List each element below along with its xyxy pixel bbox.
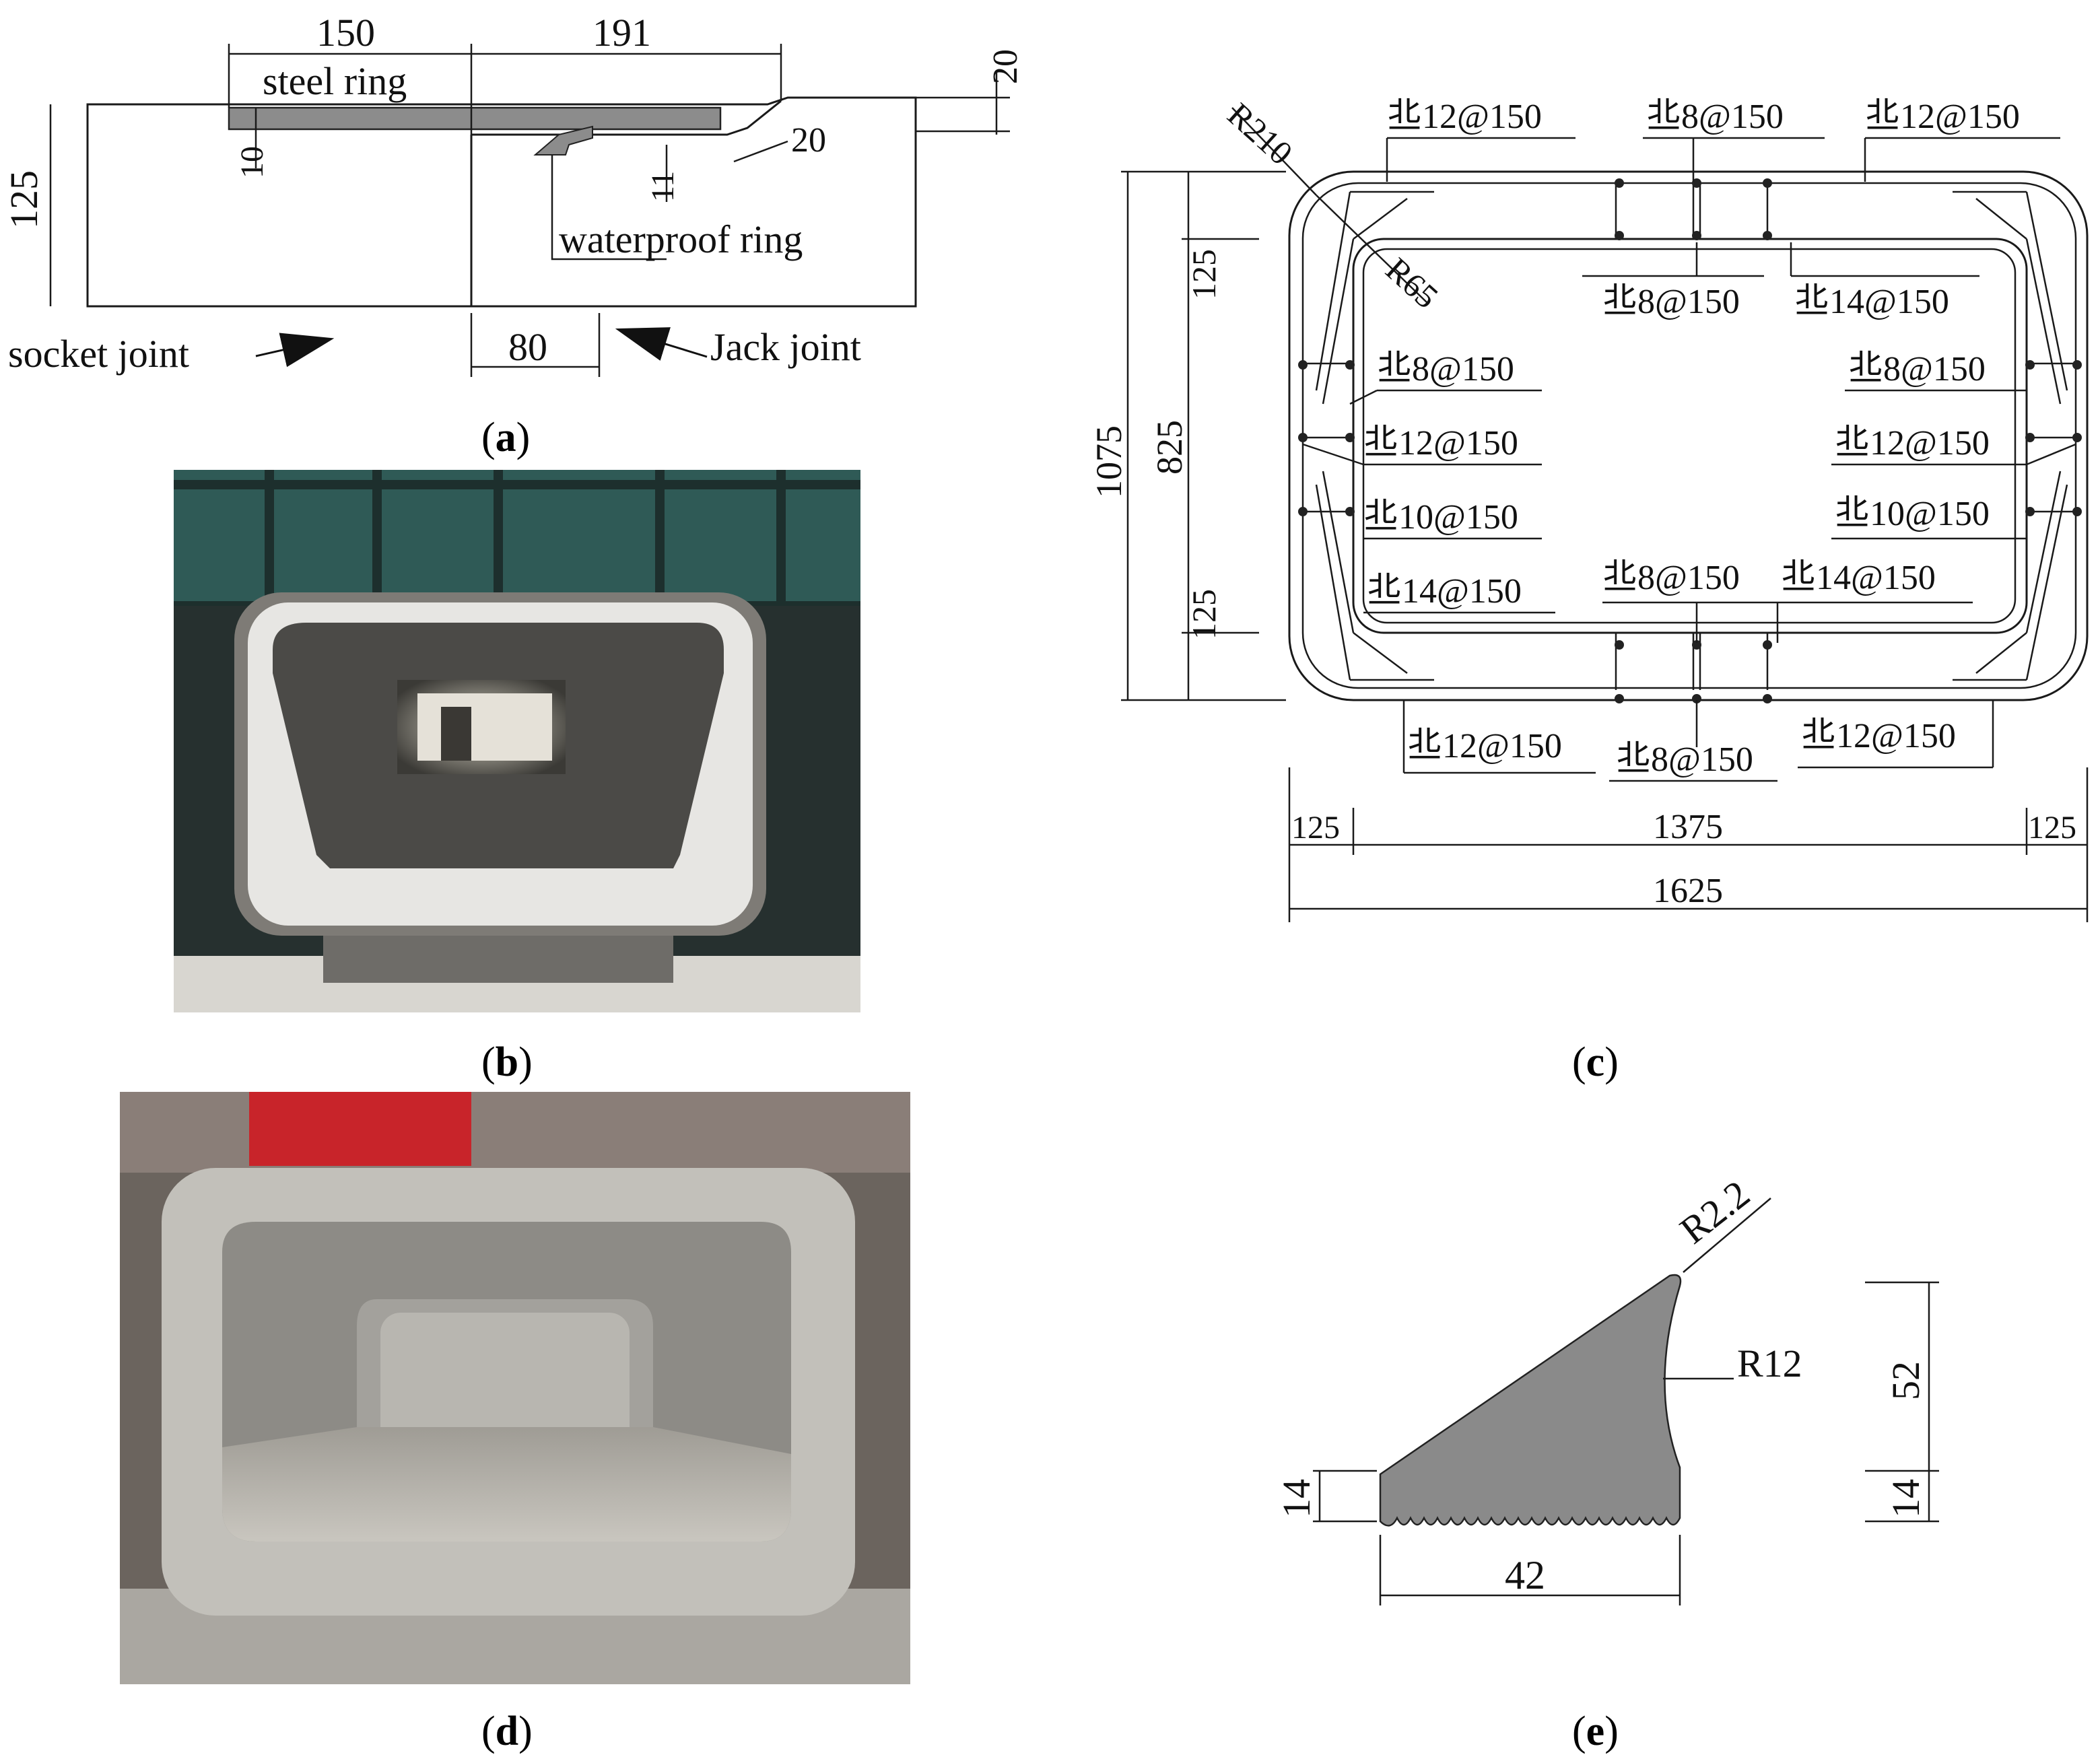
steel-ring-bar [228, 106, 722, 131]
caption-b: (b) [481, 1039, 533, 1085]
rebar-left-4: 丠14@150 [1367, 572, 1522, 611]
jack-joint-edge [471, 100, 782, 136]
rebar-labels: 丠12@150 丠8@150 丠12@150 丠8@150 丠14@150 丠8… [1363, 98, 2020, 779]
dim-20-right: 20 [986, 49, 1025, 84]
rebar-bottom-left: 丠12@150 [1407, 727, 1562, 765]
dim-14-right: 14 [1884, 1479, 1928, 1518]
dim-1075: 1075 [1089, 425, 1129, 498]
dim-125-bottom: 125 [1185, 589, 1223, 639]
rebar-top-mid: 丠8@150 [1646, 98, 1784, 136]
dim-52: 52 [1884, 1361, 1928, 1400]
arrow-jack-joint [615, 327, 708, 361]
dim-150: 150 [316, 11, 375, 55]
rebar-right-1: 丠8@150 [1848, 350, 1986, 388]
panel-e-dimension-lines [1313, 1198, 1939, 1605]
dim-line-20-chamfer [733, 140, 788, 163]
rebar-bottom-inner-mid: 丠8@150 [1602, 559, 1740, 597]
rebar-top-inner-mid: 丠8@150 [1602, 283, 1740, 321]
dim-125-left: 125 [2, 170, 46, 229]
rebar-bottom-inner-right: 丠14@150 [1781, 559, 1936, 597]
rebar-dots [1298, 178, 2082, 703]
caption-e: (e) [1572, 1708, 1619, 1754]
rebar-left-3: 丠10@150 [1363, 498, 1518, 537]
rebar-top-inner-right: 丠14@150 [1794, 283, 1949, 321]
panel-a-joint-section: 150 191 20 125 10 11 20 80 steel ring wa… [2, 11, 1025, 460]
photo-b-worker [441, 707, 471, 761]
rebar-label-leaders [1302, 137, 2076, 782]
dim-20-chamfer: 20 [791, 121, 826, 160]
dim-10: 10 [234, 146, 270, 178]
caption-a: (a) [481, 415, 530, 460]
dim-825: 825 [1149, 420, 1190, 475]
profile-shape [1379, 1274, 1682, 1527]
dim-125-right: 125 [2028, 810, 2076, 845]
label-jack-joint: Jack joint [710, 325, 861, 369]
dim-11: 11 [645, 171, 681, 202]
panel-e-waterproof-profile: R2.2 R12 52 14 14 42 [1275, 1172, 1939, 1605]
waterproof-ring-shape [533, 125, 593, 155]
label-r65: R65 [1379, 250, 1446, 316]
section-outer [1288, 170, 2089, 701]
rebar-top-right: 丠12@150 [1865, 98, 2020, 136]
leader-r65 [1316, 195, 1428, 304]
leader-r210 [1231, 107, 1317, 196]
rebar-bottom-right: 丠12@150 [1801, 717, 1956, 755]
photo-d-wall [120, 1092, 910, 1173]
dim-1625: 1625 [1653, 872, 1723, 910]
label-waterproof-ring: waterproof ring [559, 217, 803, 261]
panel-b-photo [174, 470, 860, 1012]
label-socket-joint: socket joint [8, 332, 189, 376]
panel-d-photo [120, 1092, 910, 1684]
dim-14-left: 14 [1275, 1479, 1318, 1518]
dim-80: 80 [508, 325, 547, 369]
rebar-left-1: 丠8@150 [1377, 350, 1514, 388]
dim-191: 191 [592, 11, 651, 55]
section-inner-rebar [1362, 248, 2017, 624]
leader-waterproof-ring [551, 155, 667, 261]
label-r210: R210 [1221, 96, 1300, 172]
haunch-lines [1315, 191, 2068, 681]
photo-d-far-opening [380, 1313, 630, 1447]
rebar-bottom-mid: 丠8@150 [1616, 740, 1753, 779]
rebar-left-2: 丠12@150 [1363, 424, 1518, 462]
dim-125-top: 125 [1185, 249, 1223, 300]
photo-d-segment-floor [222, 1427, 791, 1542]
arrow-socket-joint [255, 333, 335, 368]
rebar-right-2: 丠12@150 [1835, 424, 1990, 462]
dim-1375: 1375 [1653, 808, 1723, 846]
panel-c-dimension-lines [1121, 170, 2089, 922]
photo-d-red-machine [249, 1092, 471, 1166]
rebar-right-3: 丠10@150 [1835, 495, 1990, 533]
rebar-top-left: 丠12@150 [1387, 98, 1542, 136]
label-r12: R12 [1737, 1342, 1802, 1385]
dim-125-left: 125 [1291, 810, 1340, 845]
caption-c: (c) [1572, 1039, 1619, 1085]
panel-c-reinforcement: R210 R65 1075 825 125 125 1375 125 125 1… [1089, 96, 2089, 922]
photo-b-light-opening [417, 693, 552, 761]
label-steel-ring: steel ring [263, 59, 407, 103]
label-r2-2: R2.2 [1672, 1172, 1758, 1253]
dim-42: 42 [1505, 1553, 1545, 1597]
caption-d: (d) [481, 1708, 533, 1754]
